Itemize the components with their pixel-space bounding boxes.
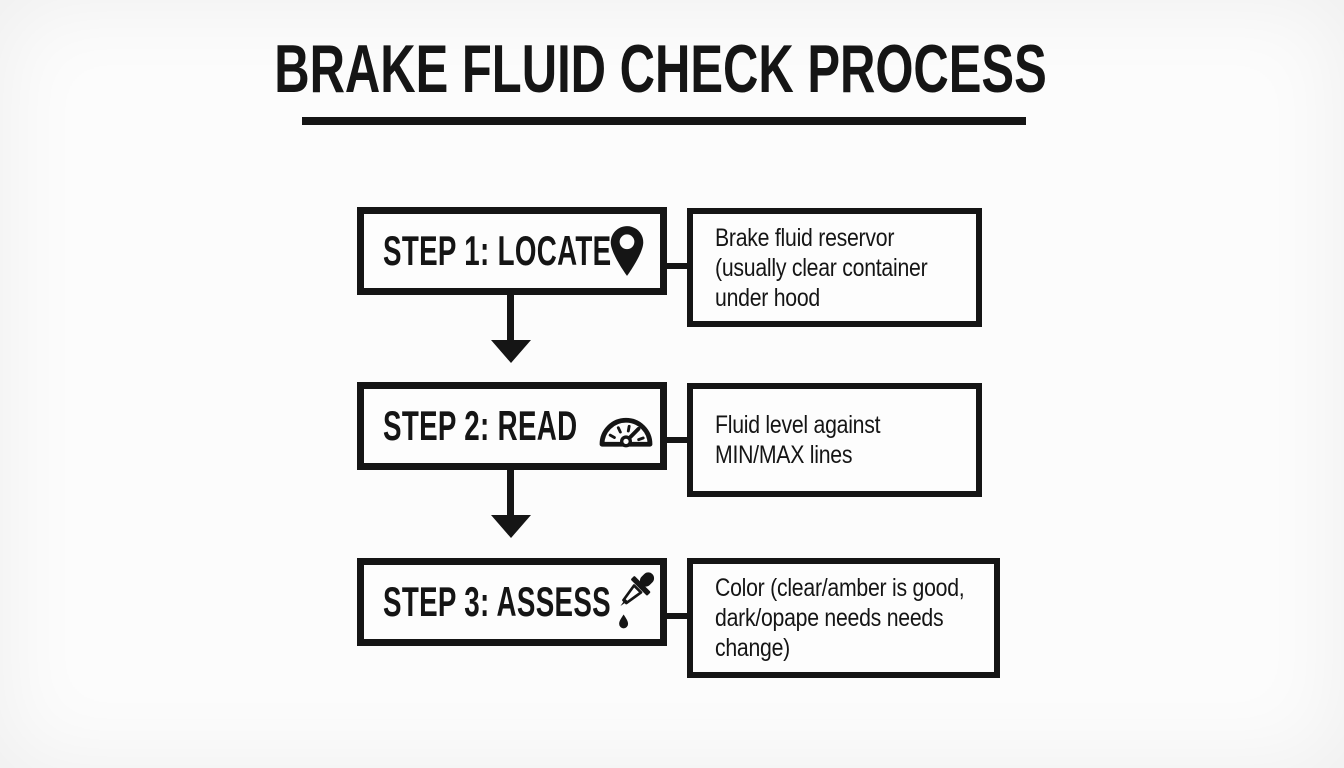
desc-line: Color (clear/amber is good,: [715, 574, 965, 602]
dropper-icon: [619, 572, 655, 629]
desc-line: Fluid level against: [715, 411, 881, 439]
step-1-label: STEP 1: LOCATE: [383, 227, 612, 274]
desc-line: under hood: [715, 283, 820, 312]
desc-line: change): [715, 634, 791, 662]
flow-arrow-head-1: [491, 340, 531, 363]
step-3-label: STEP 3: ASSESS: [383, 578, 612, 625]
page-title: BRAKE FLUID CHECK PROCESS: [273, 31, 1047, 107]
connector-step1: [660, 263, 690, 269]
flow-arrow-head-2: [491, 515, 531, 538]
location-pin-icon: [610, 226, 644, 276]
step-1-description-box: Brake fluid reservor (usually clear cont…: [687, 208, 982, 327]
step-2-label: STEP 2: READ: [383, 402, 578, 449]
desc-line: Brake fluid reservor: [715, 223, 895, 252]
step-2-description-box: Fluid level against MIN/MAX lines: [687, 383, 982, 497]
desc-line: MIN/MAX lines: [715, 441, 853, 469]
desc-line: dark/opape needs needs: [715, 604, 944, 632]
desc-line: (usually clear container: [715, 253, 928, 282]
step-1-description: Brake fluid reservor (usually clear cont…: [715, 223, 928, 313]
connector-step3: [660, 613, 690, 619]
step-3-description: Color (clear/amber is good, dark/opape n…: [715, 573, 965, 663]
title-underline: [302, 117, 1026, 125]
flow-arrow-line-1: [507, 295, 514, 341]
step-3-box: STEP 3: ASSESS: [357, 558, 667, 646]
gauge-icon: [599, 417, 653, 448]
header: BRAKE FLUID CHECK PROCESS: [0, 35, 1344, 103]
connector-step2: [660, 437, 690, 443]
step-3-description-box: Color (clear/amber is good, dark/opape n…: [687, 558, 1000, 678]
flow-arrow-line-2: [507, 470, 514, 516]
step-2-box: STEP 2: READ: [357, 382, 667, 470]
step-1-box: STEP 1: LOCATE: [357, 207, 667, 295]
step-2-description: Fluid level against MIN/MAX lines: [715, 410, 881, 470]
